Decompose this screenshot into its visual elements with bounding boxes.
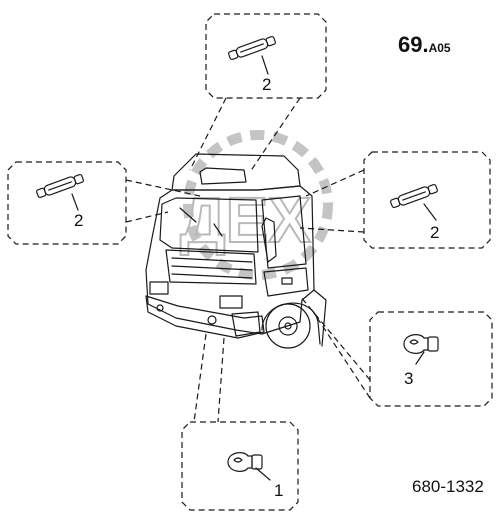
watermark: ДЕХ <box>179 130 333 280</box>
step <box>231 311 261 337</box>
side-indicator <box>281 277 293 285</box>
fog-lamp <box>207 315 217 325</box>
callout-left-bulb: 2 <box>7 161 127 245</box>
leader-line <box>255 467 271 481</box>
leader-line <box>423 203 437 221</box>
callout-frame <box>363 151 491 249</box>
callout-side-bulb: 3 <box>369 311 493 407</box>
wheel-hub <box>278 316 298 336</box>
callout-bottom-bulb: 1 <box>181 421 299 511</box>
side-window <box>261 195 307 269</box>
headlamp-right <box>219 295 243 309</box>
leader-line <box>71 193 79 211</box>
callout-label: 2 <box>74 211 83 230</box>
bumper <box>145 295 265 339</box>
roof-lamp-panel <box>199 167 247 185</box>
callout-frame <box>369 311 493 407</box>
mirror <box>261 217 277 263</box>
wheel-arch <box>261 302 321 345</box>
page-number: 69.A05 <box>398 32 451 57</box>
festoon-bulb-icon <box>36 173 84 199</box>
callout-label: 2 <box>262 75 271 94</box>
callout-frame <box>7 161 127 245</box>
watermark-text: ДЕХ <box>180 184 311 256</box>
cab-body <box>145 185 315 335</box>
windscreen <box>159 197 259 253</box>
fog-lamp <box>156 304 164 312</box>
indicator-bulb-icon <box>403 334 439 354</box>
front-wheel <box>265 303 311 349</box>
drawing-number: 680-1332 <box>412 477 484 496</box>
festoon-bulb-icon <box>390 183 438 209</box>
watermark-gear-icon <box>183 130 333 280</box>
mudguard <box>313 289 327 347</box>
door-panel <box>263 267 309 297</box>
wiper <box>179 207 223 237</box>
connector-lines <box>125 97 371 423</box>
callout-label: 3 <box>404 369 413 388</box>
callout-label: 1 <box>274 481 283 500</box>
leader-line <box>261 55 269 75</box>
grille <box>165 249 257 285</box>
callout-top-bulb: 2 <box>205 13 327 99</box>
leader-line <box>415 351 425 365</box>
callout-right-bulb: 2 <box>363 151 491 249</box>
festoon-bulb-icon <box>228 35 276 61</box>
truck-cab-illustration <box>145 153 327 349</box>
callout-frame <box>181 421 299 511</box>
headlamp-left <box>149 281 169 295</box>
callout-frame <box>205 13 327 99</box>
callout-label: 2 <box>430 223 439 242</box>
